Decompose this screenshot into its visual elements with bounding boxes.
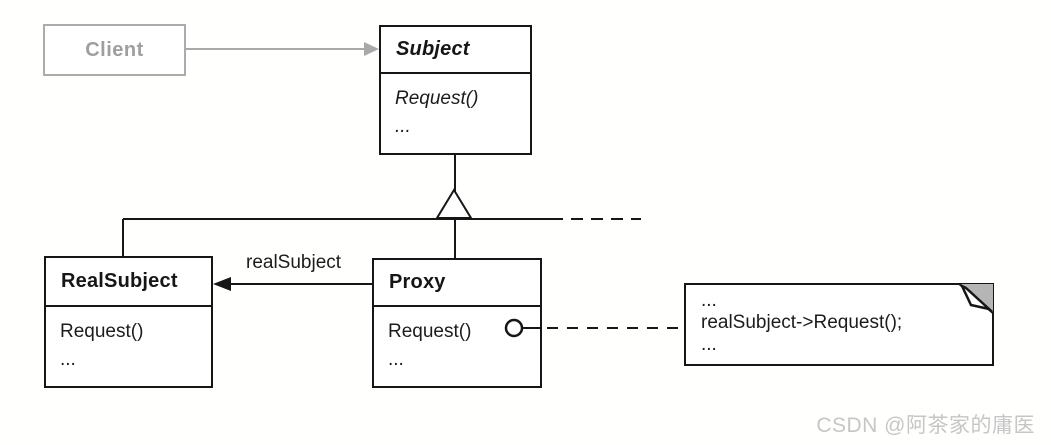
subject-class-name: Subject bbox=[381, 27, 530, 74]
note-line-code: realSubject->Request(); bbox=[701, 312, 903, 333]
client-class-box: Client bbox=[43, 24, 186, 76]
client-subject-arrowhead-icon bbox=[364, 42, 379, 56]
subject-method-ellipsis: ... bbox=[395, 116, 411, 137]
association-label: realSubject bbox=[246, 252, 342, 273]
subject-class-box: Subject Request() ... bbox=[379, 25, 532, 155]
realsubject-method-request: Request() bbox=[60, 321, 144, 342]
realsubject-method-ellipsis: ... bbox=[60, 349, 76, 370]
proxy-class-name: Proxy bbox=[374, 260, 540, 307]
proxy-class-box: Proxy Request() ... bbox=[372, 258, 542, 388]
subject-method-request: Request() bbox=[395, 88, 479, 109]
subject-methods: Request() ... bbox=[381, 74, 530, 141]
note-fold-icon bbox=[956, 283, 994, 316]
proxy-method-ellipsis: ... bbox=[388, 349, 404, 370]
realsubject-class-box: RealSubject Request() ... bbox=[44, 256, 213, 388]
proxy-methods: Request() ... bbox=[374, 307, 540, 374]
client-class-name: Client bbox=[85, 38, 144, 61]
note-line-ellipsis-bottom: ... bbox=[701, 334, 717, 355]
note-line-ellipsis-top: ... bbox=[701, 290, 717, 311]
proxy-realsubject-arrowhead-icon bbox=[213, 277, 231, 291]
note-box: ... realSubject->Request(); ... bbox=[684, 283, 994, 366]
proxy-method-request: Request() bbox=[388, 321, 472, 342]
inheritance-triangle-icon bbox=[435, 188, 473, 219]
realsubject-class-name: RealSubject bbox=[46, 258, 211, 307]
realsubject-methods: Request() ... bbox=[46, 307, 211, 374]
watermark: CSDN @阿茶家的庸医 bbox=[816, 414, 1035, 437]
